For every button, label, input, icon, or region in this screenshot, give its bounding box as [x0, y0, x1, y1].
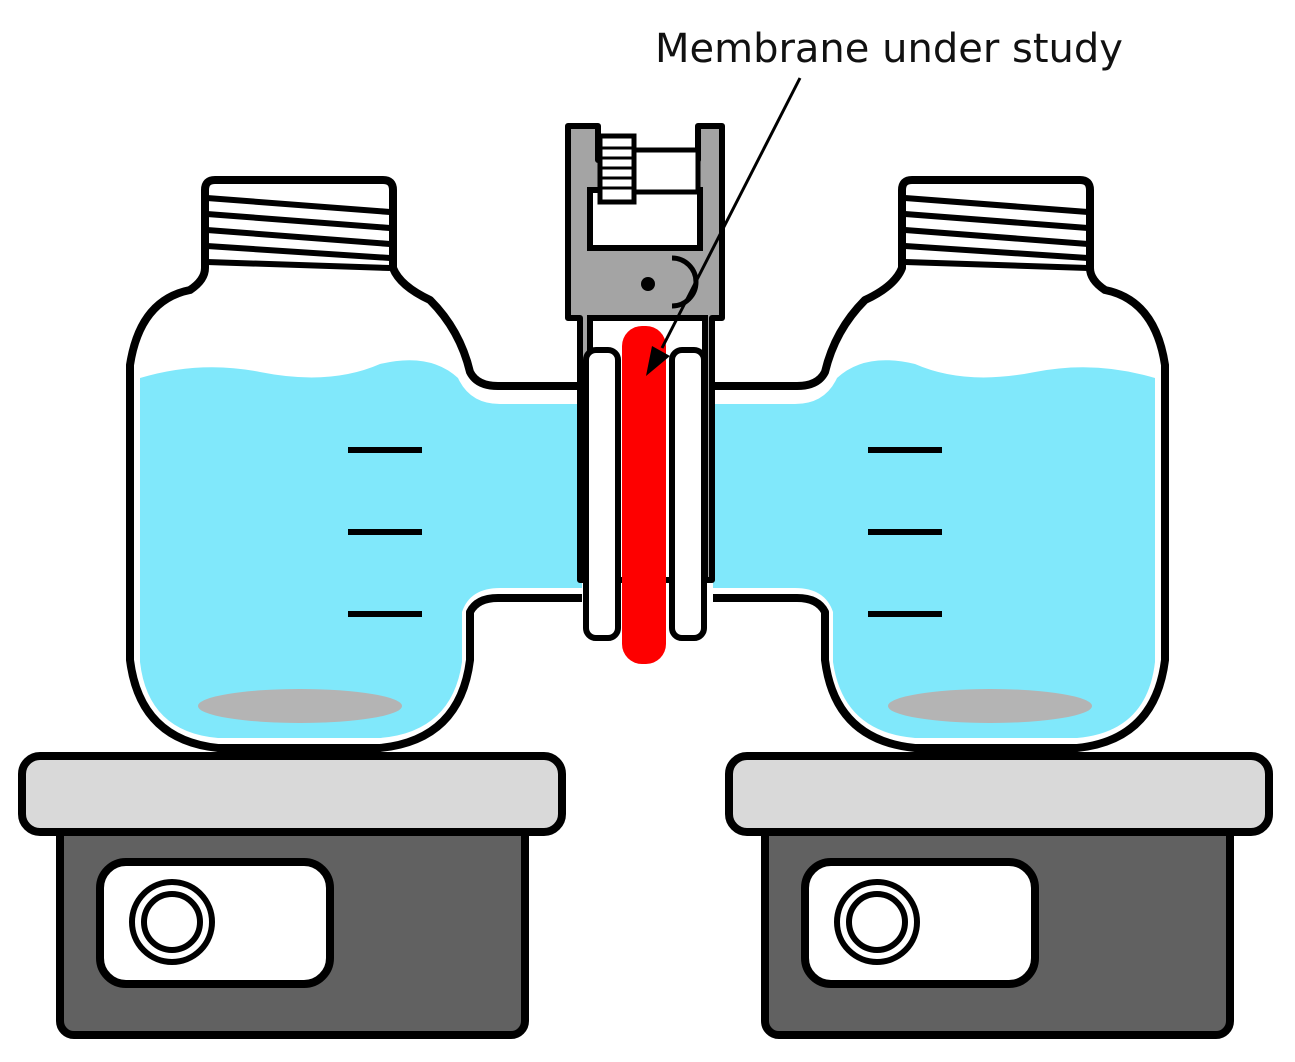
screw-shaft	[631, 147, 701, 195]
pivot-icon	[641, 277, 655, 291]
left-stirrer	[18, 752, 566, 1039]
right-vessel	[713, 176, 1169, 752]
stirrer-plate	[725, 752, 1273, 836]
membrane-label-callout: Membrane under study	[646, 26, 1123, 376]
vessel-outline	[126, 176, 582, 752]
stir-bar	[888, 689, 1092, 723]
vessel-outline	[713, 176, 1169, 752]
callout-line	[660, 77, 802, 349]
stir-bar	[198, 689, 402, 723]
graduation-marks	[348, 447, 422, 617]
right-stirrer	[725, 752, 1273, 1039]
membrane-label: Membrane under study	[655, 26, 1123, 72]
stirrer-plate	[18, 752, 566, 836]
membrane	[622, 326, 666, 664]
liquid	[140, 360, 582, 738]
liquid	[713, 360, 1155, 738]
left-vessel	[126, 176, 582, 752]
thread-lines	[904, 195, 1089, 271]
knob-inner-ring	[141, 891, 203, 953]
gasket-right	[669, 347, 707, 641]
graduation-marks	[868, 447, 942, 617]
screw-threads	[600, 146, 634, 190]
membrane-clamp	[565, 123, 725, 664]
gasket-left	[583, 347, 621, 641]
knob-inner-ring	[846, 891, 908, 953]
arrowhead-icon	[646, 346, 670, 376]
thread-lines	[206, 195, 391, 271]
